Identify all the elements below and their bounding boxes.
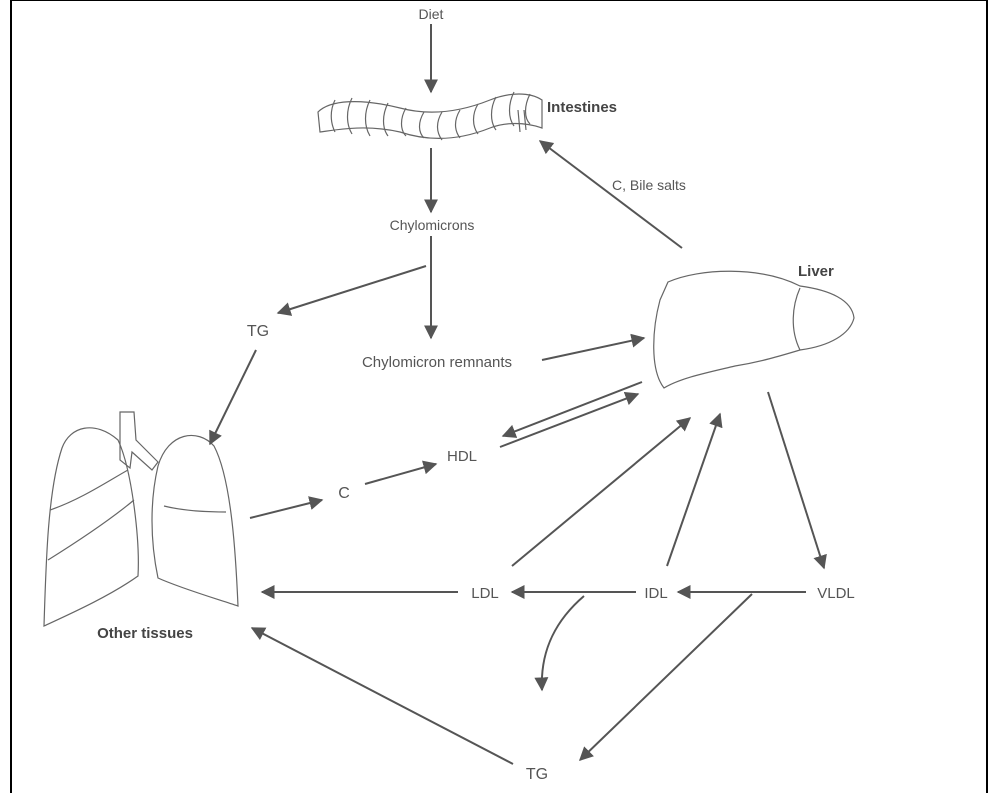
arrow-tg-to-other-tissues xyxy=(252,628,513,764)
label-diet: Diet xyxy=(419,6,444,22)
label-vldl: VLDL xyxy=(817,585,855,602)
label-intestines: Intestines xyxy=(547,99,617,116)
arrow-liver-to-hdl xyxy=(503,382,642,436)
label-tg-bottom: TG xyxy=(526,766,548,783)
arrow-hdl-to-liver xyxy=(500,394,638,447)
liver-icon xyxy=(654,271,854,388)
label-other-tissues: Other tissues xyxy=(97,625,193,642)
label-chylomicron-remnants: Chylomicron remnants xyxy=(362,354,512,371)
label-c: C xyxy=(338,485,350,502)
arrow-tg-to-tissues xyxy=(210,350,256,444)
arrow-liver-to-vldl xyxy=(768,392,824,568)
arrow-remnants-to-liver xyxy=(542,338,644,360)
arrow-liver-to-intestines xyxy=(540,141,682,248)
label-chylomicrons: Chylomicrons xyxy=(390,217,475,233)
intestines-icon xyxy=(318,92,542,140)
arrow-chylomicrons-to-tg xyxy=(278,266,426,313)
label-bile-salts: C, Bile salts xyxy=(612,177,686,193)
label-tg-top: TG xyxy=(247,323,269,340)
label-idl: IDL xyxy=(644,585,667,602)
arrow-c-to-hdl xyxy=(365,464,436,484)
label-ldl: LDL xyxy=(471,585,499,602)
arrow-vldl-to-tg xyxy=(580,594,752,760)
label-liver: Liver xyxy=(798,263,834,280)
label-hdl: HDL xyxy=(447,448,477,465)
lungs-icon xyxy=(44,412,238,626)
arrow-idl-curve-down xyxy=(542,596,584,690)
arrow-ldl-to-liver xyxy=(512,418,690,566)
arrow-tissues-to-c xyxy=(250,500,322,518)
arrow-idl-to-liver xyxy=(667,414,720,566)
